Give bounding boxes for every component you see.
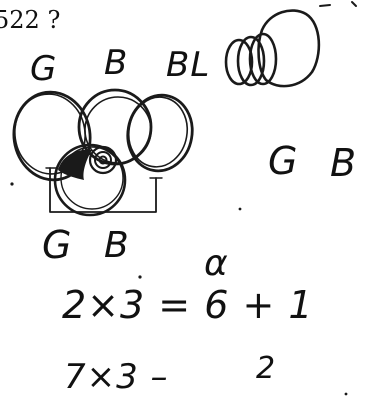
small-rings-sketch [224,32,278,87]
equation-line-2-value: 2 [256,351,277,386]
venn-diagram-sketch [12,88,194,217]
label-mid-b: B [104,225,130,266]
header-number: 522 ? [0,6,61,34]
equation-line-2: 7×3 – [64,357,169,397]
large-oval-sketch [257,9,321,88]
label-alpha: α [204,243,229,284]
label-mid-g: G [42,223,73,267]
shaded-intersection [58,149,92,180]
label-right-b: B [330,141,358,185]
label-top-g: G [30,49,58,89]
equation-line-1: 2×3 = 6 + 1 [62,283,314,327]
label-right-g: G [268,139,299,183]
label-top-b: B [104,43,129,83]
label-top-bl: BL [166,45,211,85]
